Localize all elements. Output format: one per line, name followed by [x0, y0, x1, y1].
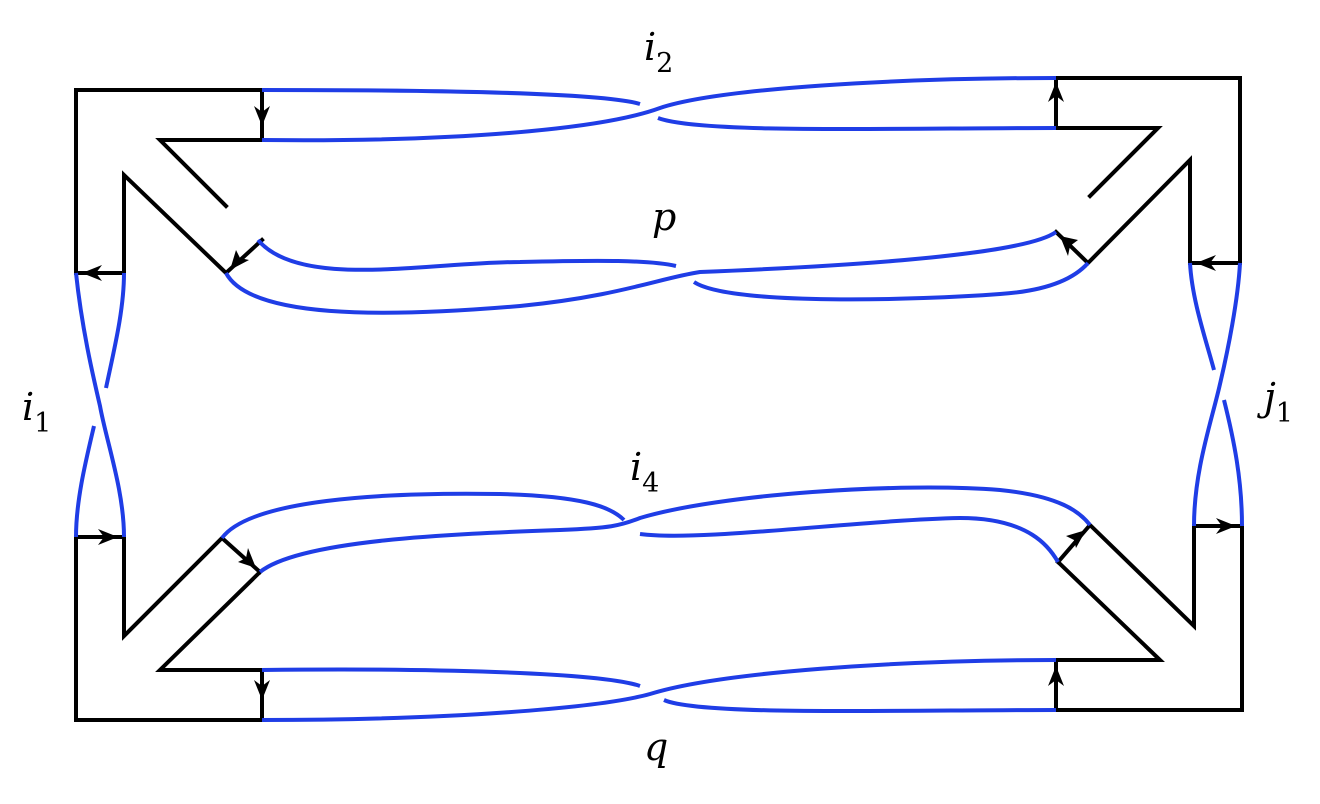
band-p-lower-right	[692, 261, 1090, 302]
band-q-upper-left	[261, 667, 641, 688]
band-i1-cross	[74, 272, 126, 538]
band-p-cross	[224, 230, 1058, 315]
arrow-down-bottom-left-icon	[254, 680, 270, 700]
band-p-upper-left	[256, 238, 677, 272]
band-i4-lower-right	[639, 515, 1060, 563]
label-p: p	[652, 195, 676, 239]
band-i2-cross	[261, 76, 1057, 143]
arrow-right-j1-bottom-icon	[1216, 518, 1236, 534]
band-j1-lower-right	[1222, 399, 1244, 527]
frame-top-left-inner	[155, 138, 264, 209]
arrow-diag-i4-left-icon	[238, 548, 256, 568]
band-j1-upper-left	[1188, 262, 1216, 371]
label-q: q	[644, 725, 668, 769]
band-i2-lower-right	[657, 116, 1057, 132]
arrow-left-i1-top-icon	[82, 265, 102, 281]
arrow-left-j1-top-icon	[1196, 255, 1216, 271]
arrow-up-top-right-icon	[1048, 82, 1064, 102]
band-i1-upper-right	[104, 272, 126, 389]
frame-bottom-left	[74, 535, 264, 722]
frame-bottom-right-inner	[1054, 559, 1165, 662]
band-q-lower-right	[663, 698, 1057, 714]
arrow-right-i1-bottom-icon	[98, 529, 118, 545]
label-i2: i2	[644, 25, 673, 79]
band-i2-upper-left	[261, 88, 641, 106]
frame-top-left	[74, 88, 265, 276]
arrow-diag-p-right-icon	[1060, 236, 1078, 256]
band-j1-cross	[1192, 262, 1242, 527]
label-j1: j1	[1257, 375, 1293, 429]
frame-bottom-left-inner	[155, 569, 264, 672]
band-i4-cross	[258, 485, 1092, 574]
band-i4-upper-left	[220, 491, 626, 540]
label-i1: i1	[22, 385, 51, 439]
band-q-cross	[261, 658, 1057, 722]
arrow-up-bottom-right-icon	[1048, 666, 1064, 686]
frame-top-right-inner	[1054, 126, 1163, 199]
frame-bottom-right	[1054, 522, 1244, 712]
band-i1-lower-left	[74, 425, 96, 538]
ribbon-bands	[74, 76, 1244, 722]
arrowheads	[82, 82, 1236, 700]
label-i4: i4	[630, 445, 659, 499]
labels: i2 p i1 j1 i4 q	[22, 25, 1293, 769]
frame-lines	[74, 76, 1244, 722]
arrow-diag-p-left-icon	[230, 250, 249, 270]
arrow-down-top-left-icon	[254, 106, 270, 126]
arrow-diag-i4-right-icon	[1066, 530, 1086, 548]
frame-top-right	[1053, 76, 1242, 266]
